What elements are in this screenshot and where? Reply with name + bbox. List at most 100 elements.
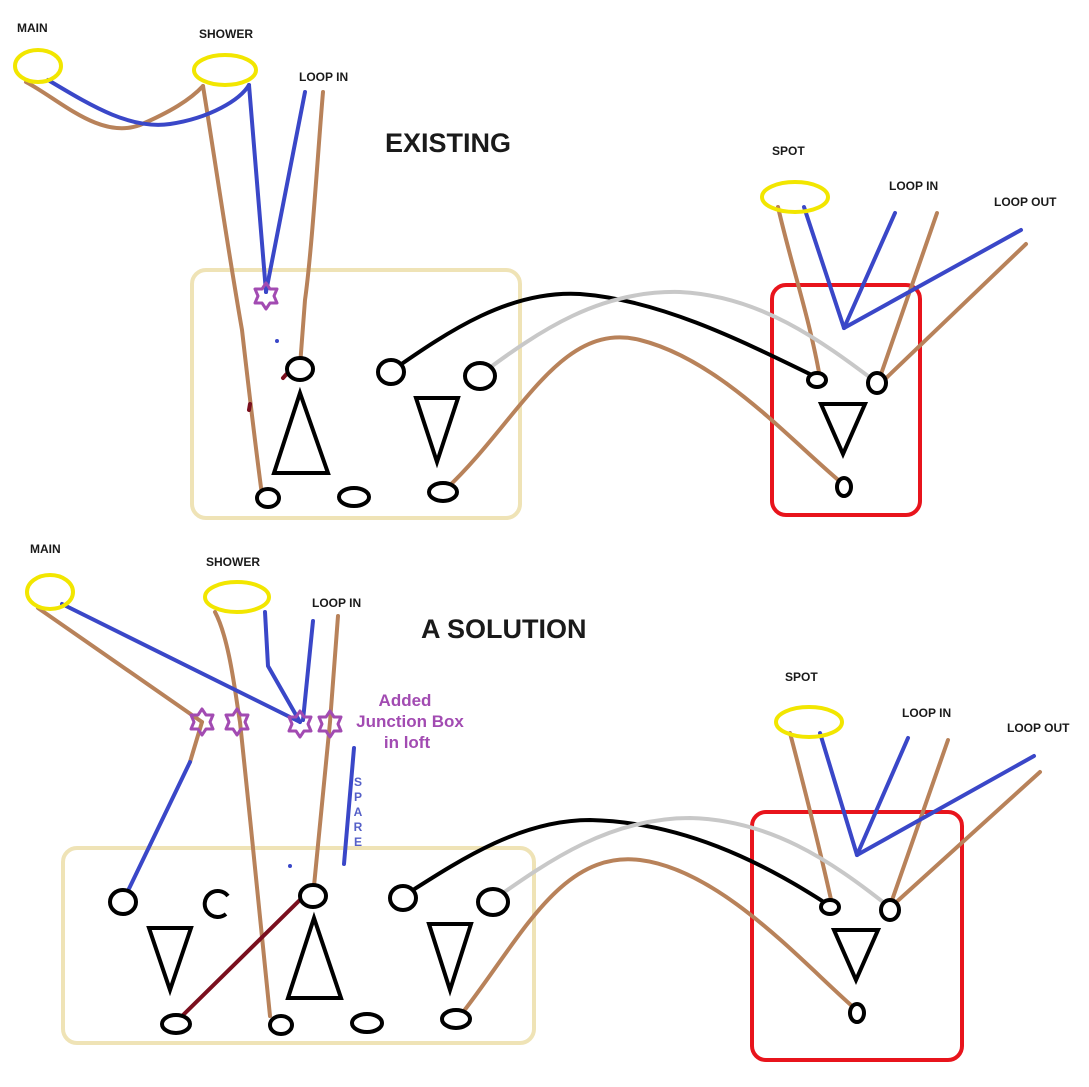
existing-spot-loop-out-live	[880, 242, 1028, 384]
solution-spot-loop-in-live	[888, 738, 950, 908]
existing-loop-in-live-wire	[298, 90, 325, 368]
solution-spot-loop-out-live	[890, 770, 1042, 908]
solution-spot-label: SPOT	[785, 670, 818, 684]
solution-red-link-wire	[174, 888, 312, 1024]
solution-spot-lamp	[774, 705, 844, 739]
solution-switch-triangle-down	[146, 926, 194, 997]
solution-main-lamp	[25, 573, 75, 611]
solution-main-neutral-wire	[60, 602, 302, 724]
existing-shower-lamp	[192, 53, 258, 87]
solution-switch-triangle-down	[426, 922, 474, 997]
solution-switch-to-spot-live	[458, 857, 854, 1018]
solution-terminal-open	[202, 888, 230, 919]
existing-spot-terminal	[835, 476, 853, 498]
solution-junction-live-stub	[188, 720, 204, 764]
existing-section: MAIN SHOWER LOOP IN EXISTING SPOT LOOP I…	[13, 21, 1057, 520]
spare-letter: A	[354, 805, 363, 819]
solution-switch-box	[61, 846, 536, 1045]
solution-terminal	[388, 884, 418, 912]
solution-spot-terminal	[848, 1002, 866, 1024]
existing-terminal	[285, 356, 315, 382]
solution-switch-triangle-up	[285, 911, 344, 1000]
solution-spot-loop-in-label: LOOP IN	[902, 706, 951, 720]
solution-terminal	[160, 1013, 192, 1035]
solution-spot-live-wire	[788, 731, 834, 906]
spare-letter: R	[354, 820, 363, 834]
junction-note-line: Junction Box	[356, 712, 464, 731]
existing-terminal	[427, 481, 459, 503]
solution-terminal	[268, 1014, 294, 1036]
existing-loop-in-label: LOOP IN	[299, 70, 348, 84]
existing-terminal	[463, 361, 497, 391]
solution-shower-live-wire	[213, 610, 272, 1018]
solution-spot-terminal	[819, 898, 841, 916]
junction-note-line: in loft	[384, 733, 431, 752]
existing-loop-out-label: LOOP OUT	[994, 195, 1057, 209]
existing-spot-loop-in-live	[877, 211, 939, 382]
existing-spot-triangle	[817, 402, 869, 459]
solution-spot-neutral-wire	[818, 731, 859, 857]
existing-switch-box	[190, 268, 522, 520]
solution-spot-terminal	[879, 898, 901, 922]
existing-switch-triangle-up	[271, 386, 331, 475]
existing-spot-box	[770, 283, 922, 517]
solution-shower-label: SHOWER	[206, 555, 260, 569]
existing-shower-neutral-wire	[247, 83, 268, 294]
existing-shower-label: SHOWER	[199, 27, 253, 41]
solution-terminal	[298, 883, 328, 909]
existing-loop-in-neutral-wire	[264, 90, 307, 294]
solution-switch-wire-grey	[491, 816, 890, 908]
solution-main-live-wire	[36, 606, 204, 724]
solution-main-label: MAIN	[30, 542, 61, 556]
solution-loop-out-label: LOOP OUT	[1007, 721, 1070, 735]
solution-spot-box	[750, 810, 964, 1062]
existing-spot-loop-in-neutral	[842, 211, 897, 330]
existing-spot-live-wire	[776, 205, 822, 380]
solution-terminal	[476, 887, 510, 917]
existing-switch-triangle-down	[413, 396, 461, 469]
solution-loop-in-label: LOOP IN	[312, 596, 361, 610]
solution-title: A SOLUTION	[421, 614, 587, 644]
solution-terminal	[440, 1008, 472, 1030]
spare-letter: S	[354, 775, 362, 789]
existing-terminal	[255, 487, 281, 509]
solution-shower-lamp	[203, 580, 271, 614]
existing-title: EXISTING	[385, 128, 511, 158]
existing-spot-loop-in-label: LOOP IN	[889, 179, 938, 193]
existing-shower-live-wire	[201, 84, 264, 497]
solution-loop-in-neutral-wire	[301, 619, 315, 722]
existing-spot-terminal	[806, 371, 828, 389]
existing-main-lamp	[13, 48, 63, 84]
solution-spare-wire	[342, 746, 356, 866]
existing-spot-lamp	[760, 180, 830, 214]
spare-letter: E	[354, 835, 362, 849]
existing-spot-neutral-wire	[802, 205, 846, 330]
existing-switch-wire-black	[388, 291, 820, 380]
existing-spot-terminal	[866, 371, 888, 395]
solution-loop-in-live-wire	[312, 614, 340, 888]
solution-junction-neutral-down	[123, 760, 192, 899]
junction-note-line: Added	[379, 691, 432, 710]
solution-spot-loop-in-neutral	[855, 736, 910, 857]
existing-main-label: MAIN	[17, 21, 48, 35]
solution-switch-wire-black	[400, 818, 832, 908]
existing-switch-to-spot-live	[443, 335, 845, 492]
solution-shower-neutral-wire	[263, 610, 302, 724]
existing-main-live-wire	[24, 80, 205, 131]
existing-switch-wire-grey	[478, 289, 878, 384]
spare-letter: P	[354, 790, 362, 804]
existing-spot-label: SPOT	[772, 144, 805, 158]
solution-terminal	[108, 888, 138, 916]
solution-spot-triangle	[830, 928, 882, 985]
solution-spot-loop-out-neutral	[855, 754, 1036, 857]
solution-neutral-dot	[288, 864, 292, 868]
existing-main-neutral-wire	[46, 78, 251, 127]
existing-terminal	[337, 486, 371, 508]
solution-terminal	[350, 1012, 384, 1034]
existing-red-mark	[247, 402, 252, 412]
existing-terminal	[376, 358, 406, 386]
existing-neutral-dot	[275, 339, 279, 343]
solution-section: MAIN SHOWER LOOP IN A SOLUTION SPOT LOOP…	[25, 542, 1070, 1062]
existing-spot-loop-out-neutral	[842, 228, 1023, 330]
